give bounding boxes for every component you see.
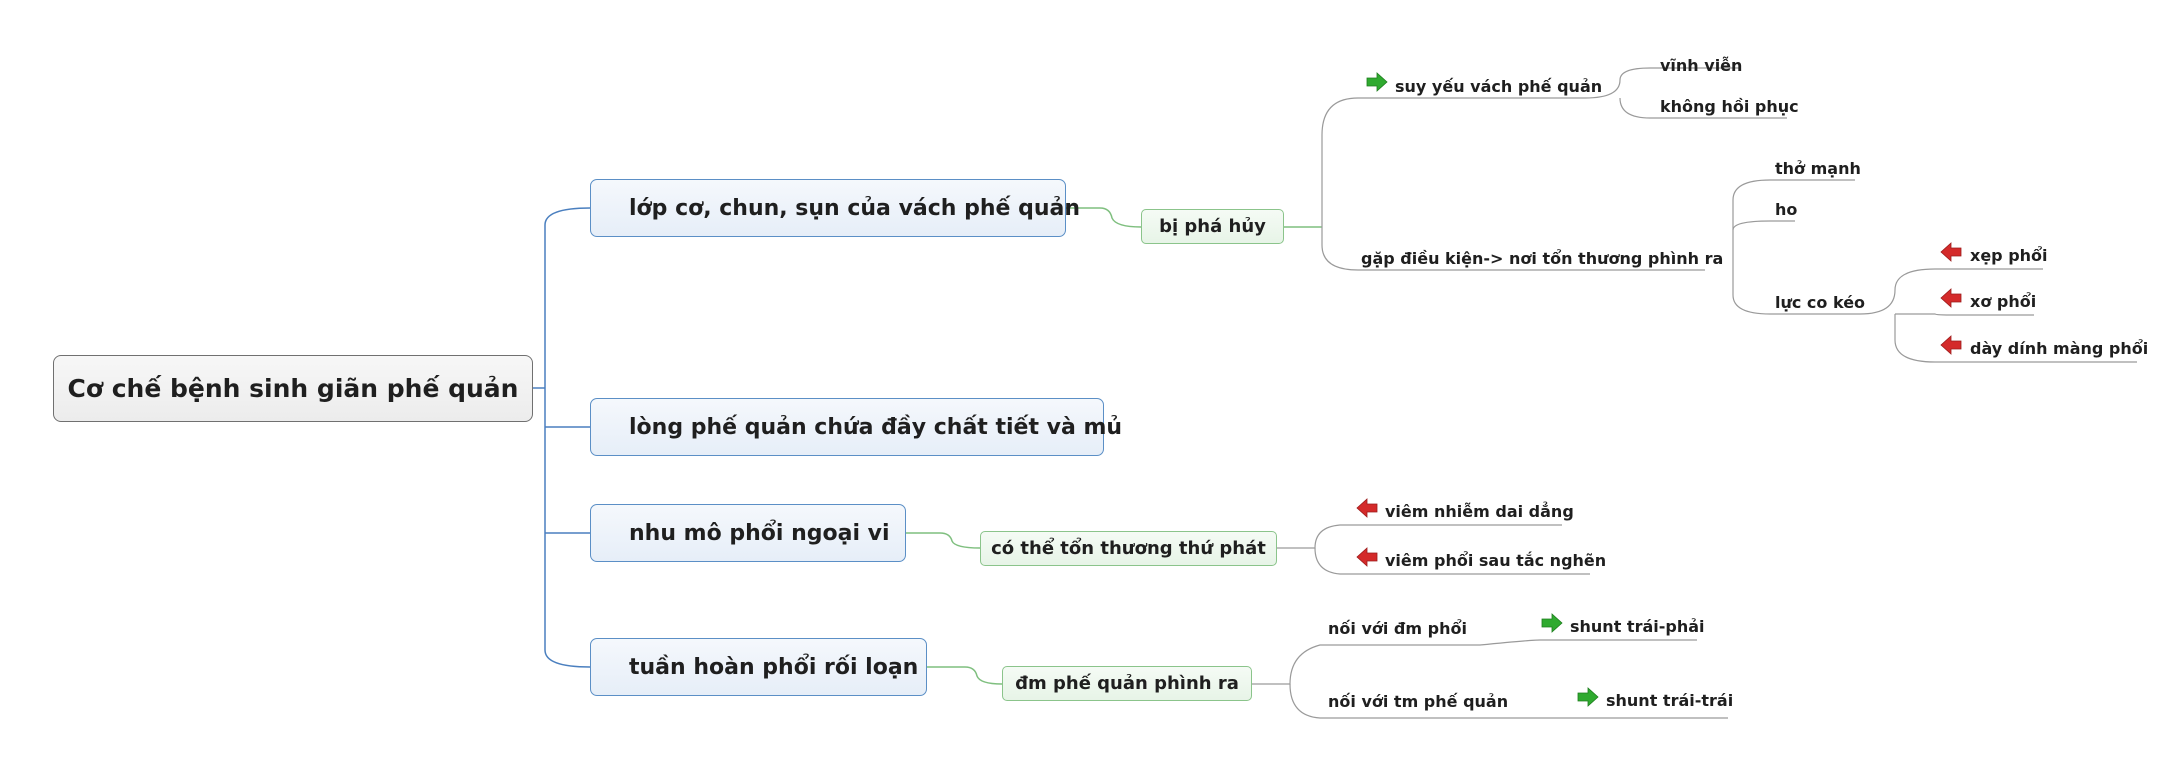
subtopic-bronchial-artery-dilated[interactable]: đm phế quản phình ra: [1002, 666, 1252, 701]
leaf-pleural-thickening[interactable]: dày dính màng phổi: [1970, 339, 2149, 358]
branch-muscle-layer[interactable]: lớp cơ, chun, sụn của vách phế quản: [590, 179, 1080, 237]
red-arrow-left-icon: [1940, 288, 1962, 308]
subtopic-secondary-damage[interactable]: có thể tổn thương thứ phát: [980, 531, 1277, 566]
branch-peripheral-lung[interactable]: nhu mô phổi ngoại vi: [590, 504, 906, 562]
green-arrow-right-icon: [1366, 72, 1388, 92]
leaf-pulmonary-artery-link[interactable]: nối với đm phổi: [1328, 619, 1467, 638]
leaf-weakened-wall[interactable]: suy yếu vách phế quản: [1395, 77, 1603, 96]
leaf-left-right-shunt[interactable]: shunt trái-phải: [1570, 617, 1705, 636]
root-topic[interactable]: Cơ chế bệnh sinh giãn phế quản: [53, 355, 533, 422]
subtopic-destroyed[interactable]: bị phá hủy: [1141, 209, 1284, 244]
leaf-atelectasis[interactable]: xẹp phổi: [1970, 246, 2048, 265]
red-arrow-left-icon: [1356, 498, 1378, 518]
leaf-lung-fibrosis[interactable]: xơ phổi: [1970, 292, 2037, 311]
leaf-cough[interactable]: ho: [1775, 200, 1798, 219]
red-arrow-left-icon: [1356, 547, 1378, 567]
branch-pulmonary-circulation[interactable]: tuần hoàn phổi rối loạn: [590, 638, 927, 696]
leaf-left-left-shunt[interactable]: shunt trái-trái: [1606, 691, 1734, 710]
green-arrow-right-icon: [1541, 613, 1563, 633]
red-arrow-left-icon: [1940, 335, 1962, 355]
leaf-bronchial-vein-link[interactable]: nối với tm phế quản: [1328, 692, 1509, 711]
leaf-post-obstructive-pneumonia[interactable]: viêm phổi sau tắc nghẽn: [1385, 551, 1607, 570]
leaf-persistent-infection[interactable]: viêm nhiễm dai dẳng: [1385, 502, 1574, 521]
branch-bronchial-lumen[interactable]: lòng phế quản chứa đầy chất tiết và mủ: [590, 398, 1122, 456]
leaf-permanent[interactable]: vĩnh viễn: [1660, 56, 1743, 75]
green-arrow-right-icon: [1577, 687, 1599, 707]
leaf-traction-force[interactable]: lực co kéo: [1775, 293, 1866, 312]
leaf-strong-breathing[interactable]: thở mạnh: [1775, 159, 1861, 178]
leaf-dilation-condition[interactable]: gặp điều kiện-> nơi tổn thương phình ra: [1361, 249, 1724, 268]
red-arrow-left-icon: [1940, 242, 1962, 262]
leaf-irreversible[interactable]: không hồi phục: [1660, 97, 1799, 116]
